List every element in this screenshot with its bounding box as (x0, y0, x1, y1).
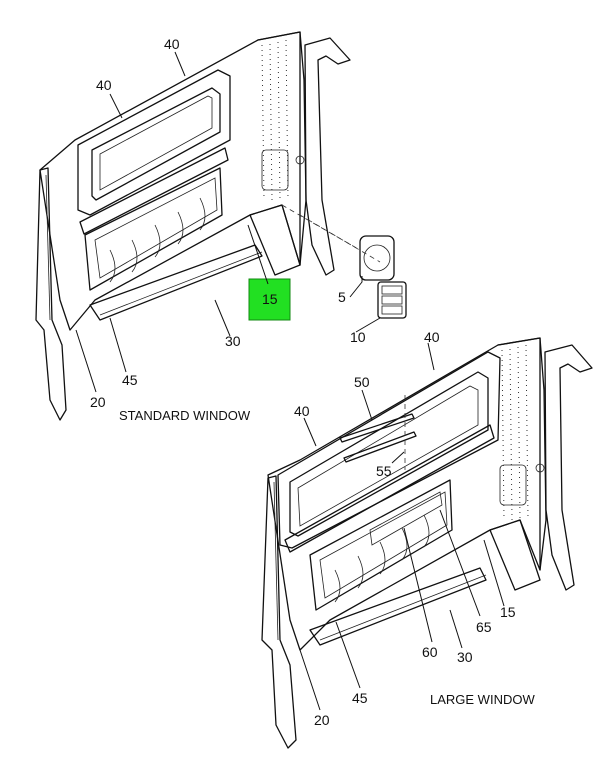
callout-45[interactable]: 45 (122, 372, 138, 388)
callout-30[interactable]: 30 (225, 333, 241, 349)
callout-60[interactable]: 60 (422, 644, 438, 660)
part-5-lamp (359, 235, 395, 281)
leader-lines (75, 51, 505, 711)
callout-20[interactable]: 20 (314, 712, 330, 728)
callout-45[interactable]: 45 (352, 690, 368, 706)
caption-standard-window: STANDARD WINDOW (119, 408, 251, 423)
callout-15[interactable]: 15 (500, 604, 516, 620)
callout-40[interactable]: 40 (164, 36, 180, 52)
callout-50[interactable]: 50 (354, 374, 370, 390)
callout-55[interactable]: 55 (376, 463, 392, 479)
large-window-assembly (261, 337, 593, 749)
callout-10[interactable]: 10 (350, 329, 366, 345)
standard-window-assembly (35, 31, 381, 421)
part-10-bracket (377, 281, 407, 319)
callout-30[interactable]: 30 (457, 649, 473, 665)
callout-40[interactable]: 40 (294, 403, 310, 419)
callout-labels: 40 40 15 5 10 30 45 20 40 50 40 55 15 65… (90, 36, 516, 728)
callout-20[interactable]: 20 (90, 394, 106, 410)
callout-40[interactable]: 40 (96, 77, 112, 93)
highlight-box-part-15[interactable] (248, 278, 291, 321)
callout-15-highlighted[interactable]: 15 (262, 291, 278, 307)
callout-65[interactable]: 65 (476, 619, 492, 635)
callout-40[interactable]: 40 (424, 329, 440, 345)
callout-5[interactable]: 5 (338, 289, 346, 305)
caption-large-window: LARGE WINDOW (430, 692, 535, 707)
